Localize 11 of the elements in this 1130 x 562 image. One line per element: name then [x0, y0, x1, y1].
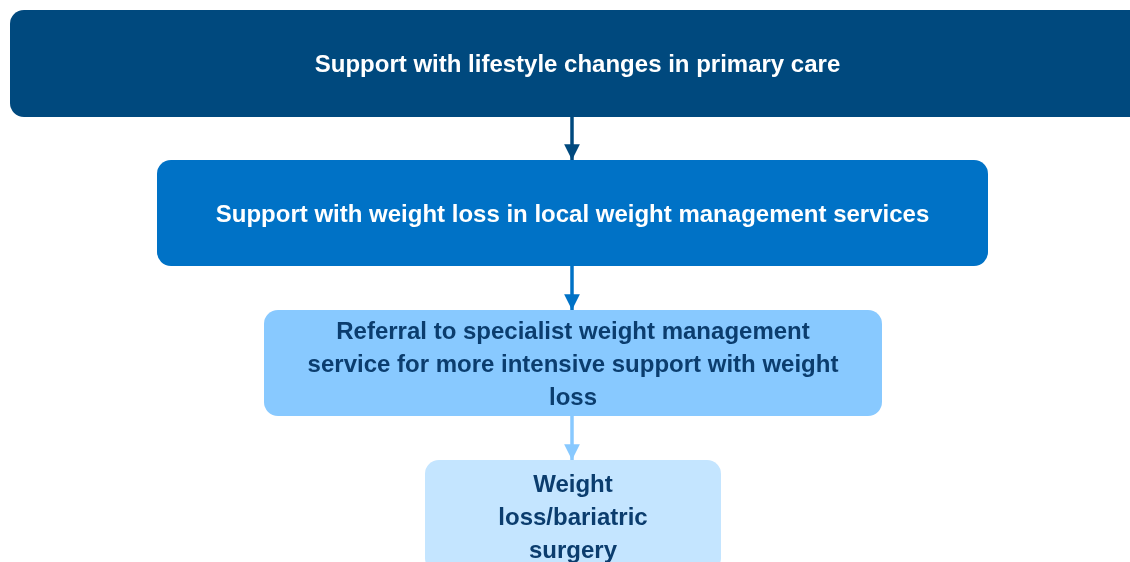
box-text: Support with lifestyle changes in primary care: [314, 49, 841, 79]
box-text: Referral to specialist weight management service for more intensive support with weight loss: [306, 315, 840, 412]
arrow: [564, 416, 580, 460]
process-box: [425, 460, 721, 562]
box-text: Support with weight loss in local weight management services: [215, 198, 930, 229]
process-box: [264, 310, 882, 416]
process-box: [10, 10, 1130, 117]
arrow: [564, 266, 580, 310]
process-box: [157, 160, 988, 266]
arrow: [564, 117, 580, 160]
box-text: Weight loss/bariatric surgery: [497, 468, 649, 562]
